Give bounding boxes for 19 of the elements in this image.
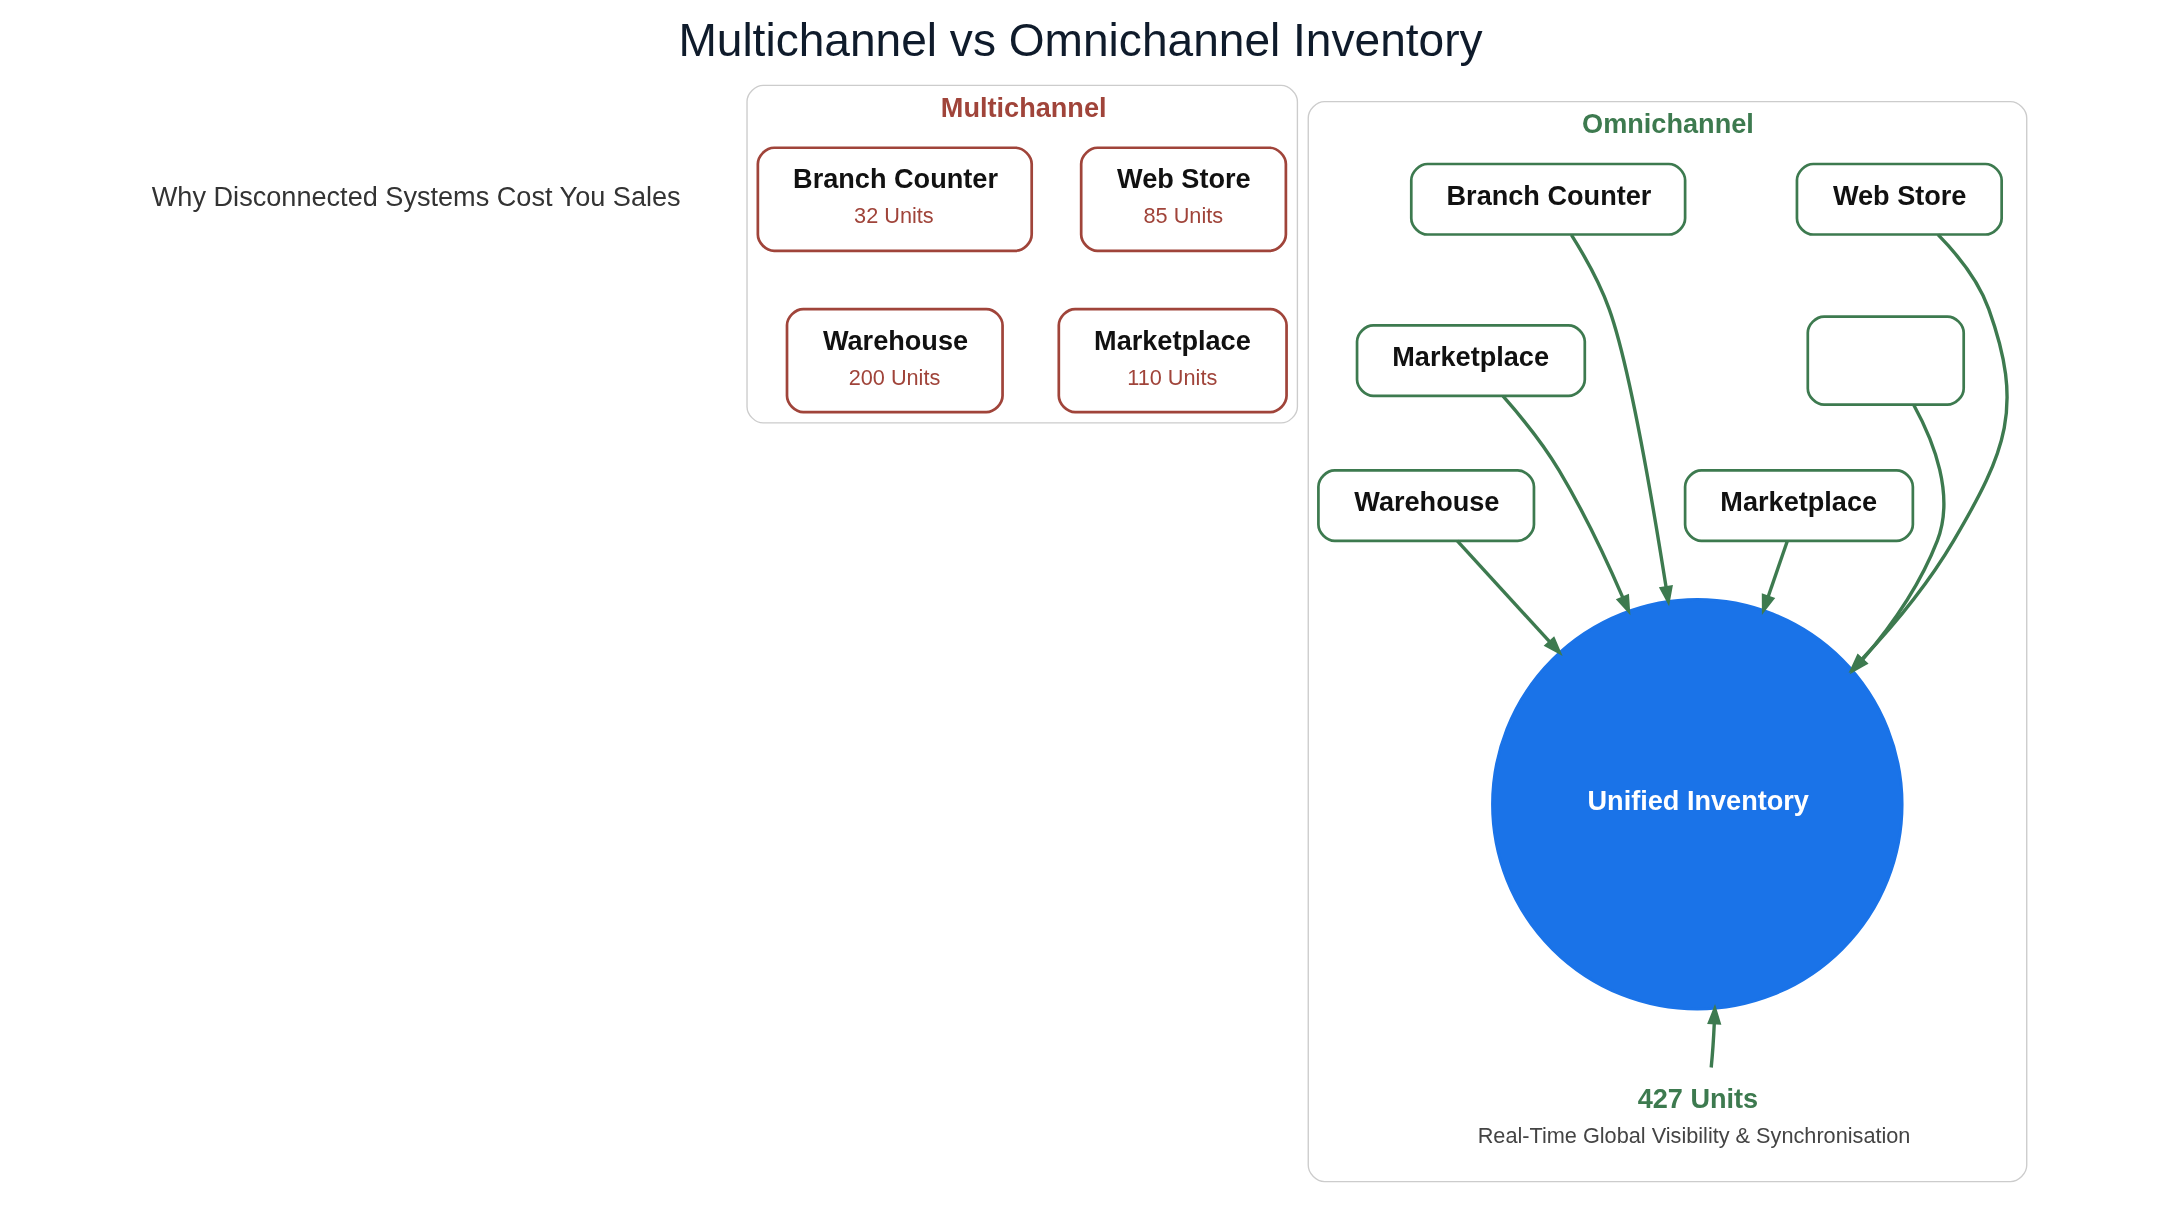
arrow (1706, 1004, 1721, 1068)
node-box: Warehouse (1316, 469, 1535, 543)
node-box: Marketplace (1683, 469, 1914, 543)
node-box: Web Store 85 Units (1079, 146, 1287, 253)
node-box: Marketplace 110 Units (1056, 307, 1288, 414)
node-box: Web Store (1795, 162, 2003, 236)
diagram-title: Multichannel vs Omnichannel Inventory (677, 13, 1483, 66)
node-box: Branch Counter 32 Units (756, 146, 1033, 253)
node-text: 427 Units Real-Time Global Visibility & Synchronisation (1477, 1083, 1910, 1149)
node-circle: Unified Inventory (1490, 598, 1904, 1011)
arrow (1761, 540, 1789, 615)
node-box: Marketplace (1355, 324, 1586, 398)
node-box (1805, 315, 1965, 406)
arrow (1569, 233, 1673, 607)
label: Why Disconnected Systems Cost You Sales (151, 181, 681, 213)
arrow (1501, 395, 1630, 616)
arrow (1455, 539, 1563, 656)
node-box: Warehouse 200 Units (785, 307, 1004, 414)
node-box: Branch Counter (1409, 162, 1686, 236)
